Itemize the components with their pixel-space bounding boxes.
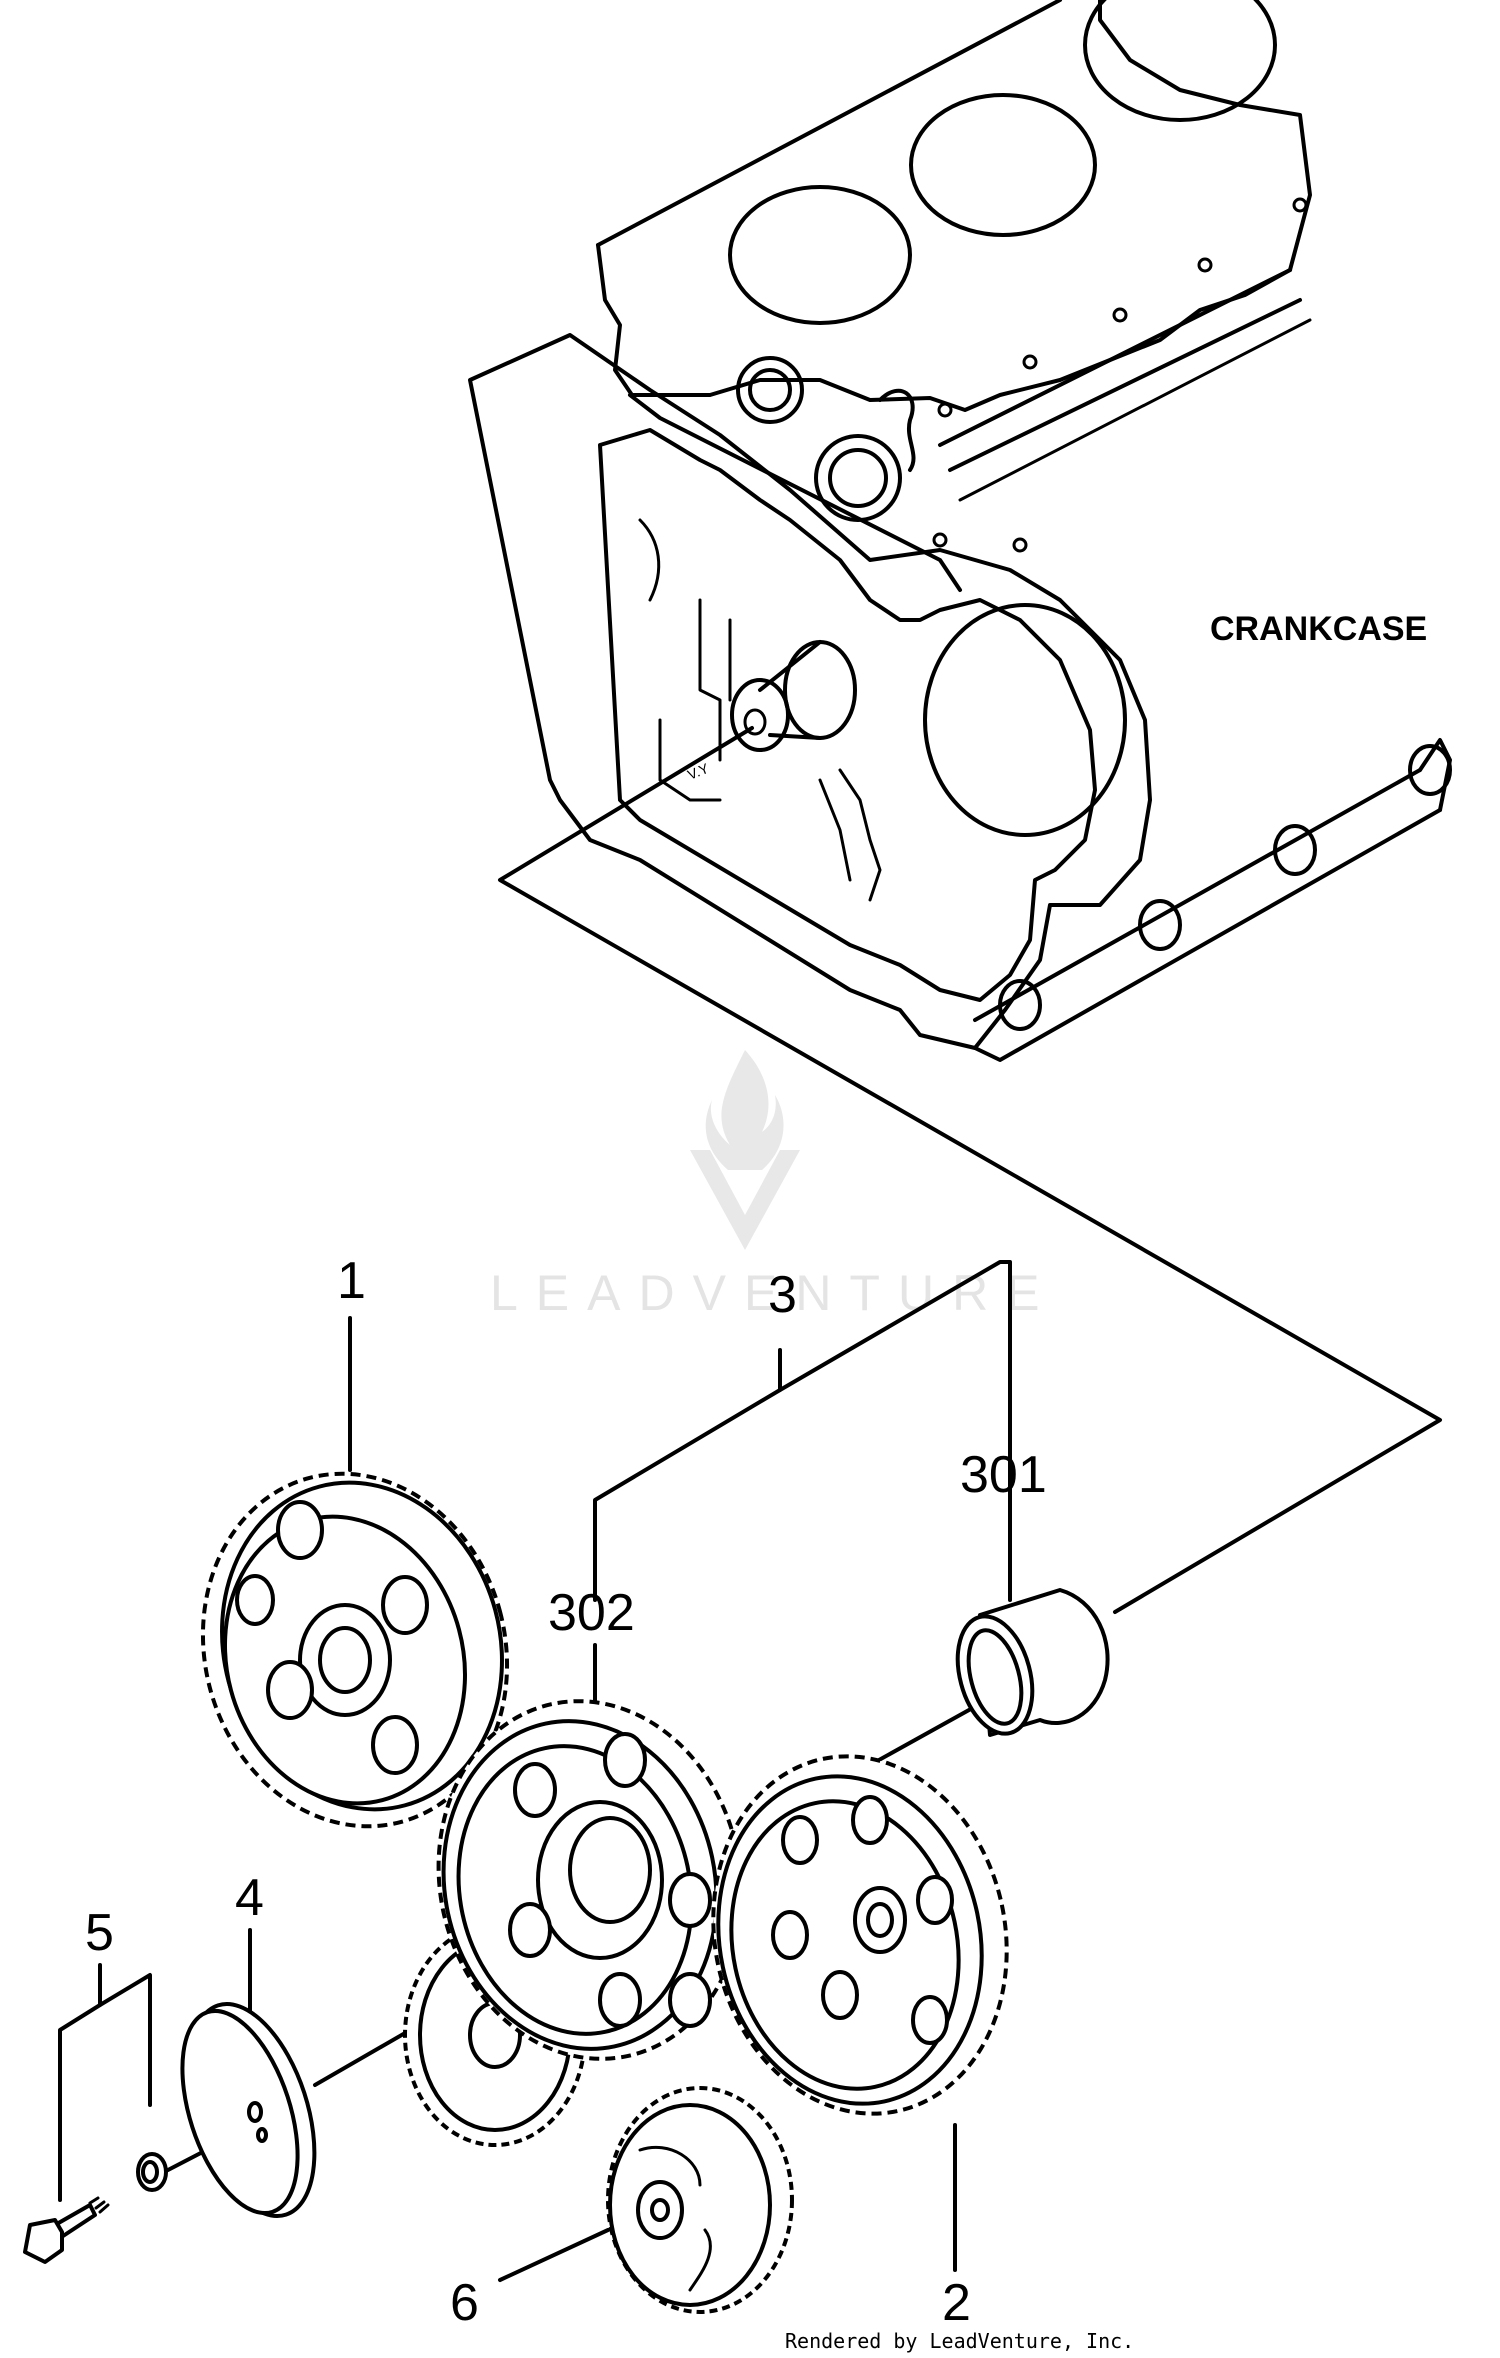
leader-lines: [58, 726, 1442, 2282]
footer-credit: Rendered by LeadVenture, Inc.: [785, 2329, 1134, 2353]
callout-4: 4: [235, 1869, 264, 1927]
vy-mark: V.Y: [685, 760, 711, 783]
callout-2: 2: [942, 2274, 971, 2332]
callout-302: 302: [548, 1584, 635, 1642]
callout-5: 5: [85, 1904, 114, 1962]
callout-3: 3: [768, 1266, 797, 1324]
thrust-plate-4: [180, 2002, 317, 2218]
gear-1: [200, 1471, 510, 1829]
callout-1: 1: [337, 1252, 366, 1310]
crankcase-block: V.Y CRANKCASE: [468, 0, 1452, 1062]
gear-6-front: [606, 2086, 794, 2314]
callout-301: 301: [960, 1446, 1047, 1504]
bolt-washer-5: [23, 2152, 168, 2264]
gear-2: [711, 1754, 1009, 2116]
gear-302: [436, 1699, 744, 2061]
bushing-301: [955, 1588, 1110, 1737]
crankcase-label: CRANKCASE: [1210, 610, 1427, 648]
callouts: 1 3 301 302 4 5 2 6: [85, 1252, 1047, 2332]
callout-6: 6: [450, 2274, 479, 2332]
